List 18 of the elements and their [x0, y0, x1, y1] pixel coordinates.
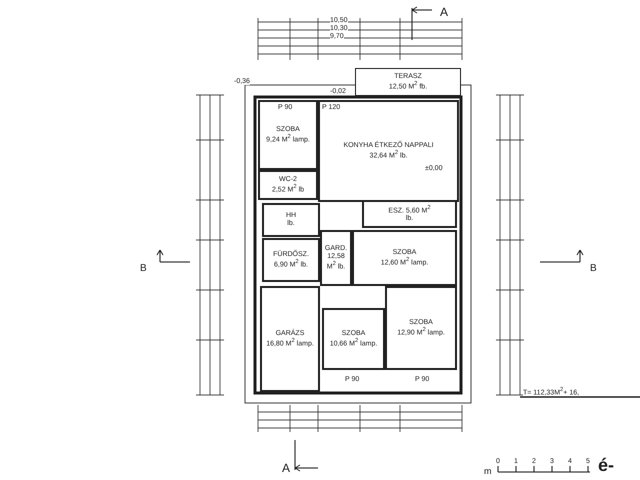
- section-label: B: [140, 264, 147, 274]
- terrace-area: [355, 68, 461, 96]
- room-area: [322, 308, 385, 370]
- section-label: A: [440, 6, 448, 18]
- room-area: [352, 230, 457, 286]
- room-area: [262, 203, 320, 237]
- room-area: [320, 230, 352, 286]
- sheet-mark: é-: [598, 456, 614, 474]
- section-label: A: [282, 462, 290, 474]
- room-area: [258, 100, 318, 170]
- room-area: [318, 100, 459, 202]
- section-label: B: [590, 264, 597, 274]
- room-area: [258, 170, 318, 200]
- room-area: [362, 200, 457, 228]
- scale-unit: m: [484, 467, 492, 476]
- room-area: [385, 286, 457, 370]
- room-area: [260, 286, 320, 392]
- room-area: [262, 238, 320, 282]
